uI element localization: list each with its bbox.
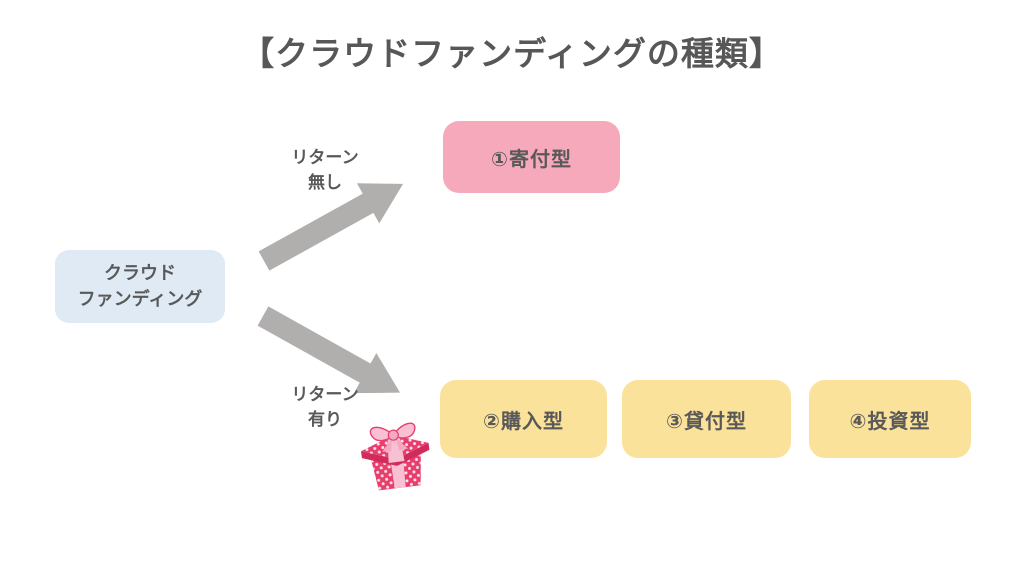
node-crowdfunding-line2: ファンディング: [77, 288, 203, 309]
branch-with-return-line2: 有り: [308, 409, 342, 429]
branch-label-no-return: リターン 無し: [265, 146, 385, 195]
node-lending-type: ③貸付型: [622, 380, 791, 458]
arrow-with-return: [257, 306, 401, 394]
arrow-no-return: [258, 183, 404, 271]
node-crowdfunding-line1: クラウド: [104, 263, 176, 284]
node-crowdfunding: クラウド ファンディング: [55, 250, 225, 323]
branch-label-with-return: リターン 有り: [265, 383, 385, 432]
node-donation-type: ①寄付型: [443, 121, 620, 193]
node-purchase-type: ②購入型: [440, 380, 607, 458]
node-investment-type: ④投資型: [809, 380, 971, 458]
branch-with-return-line1: リターン: [291, 385, 359, 404]
branch-no-return-line2: 無し: [308, 172, 342, 192]
gift-icon: [361, 422, 430, 491]
page-title: 【クラウドファンディングの種類】: [241, 35, 783, 72]
branch-no-return-line1: リターン: [291, 148, 359, 167]
